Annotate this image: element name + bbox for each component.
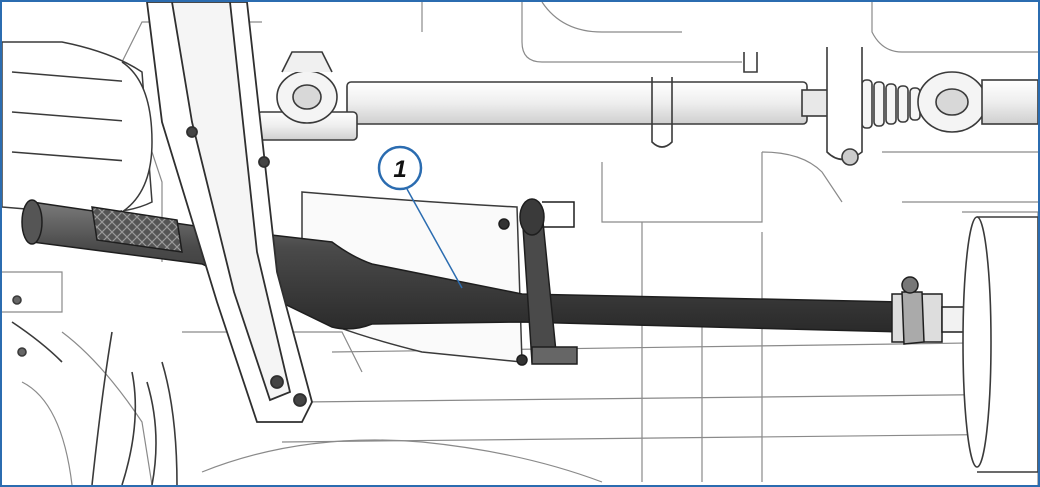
pipe-hanger-bracket: [498, 198, 578, 366]
transmission-housing: [2, 41, 153, 214]
callout-label: 1: [393, 156, 406, 183]
muffler-outlet: [962, 216, 1038, 473]
callout-1: 1: [377, 145, 463, 289]
wiring-harness: [11, 295, 178, 485]
callout-leader-line: [406, 188, 463, 289]
callout-ring: [377, 145, 423, 191]
cross-member: [146, 2, 313, 423]
drive-shaft: [256, 47, 1038, 166]
